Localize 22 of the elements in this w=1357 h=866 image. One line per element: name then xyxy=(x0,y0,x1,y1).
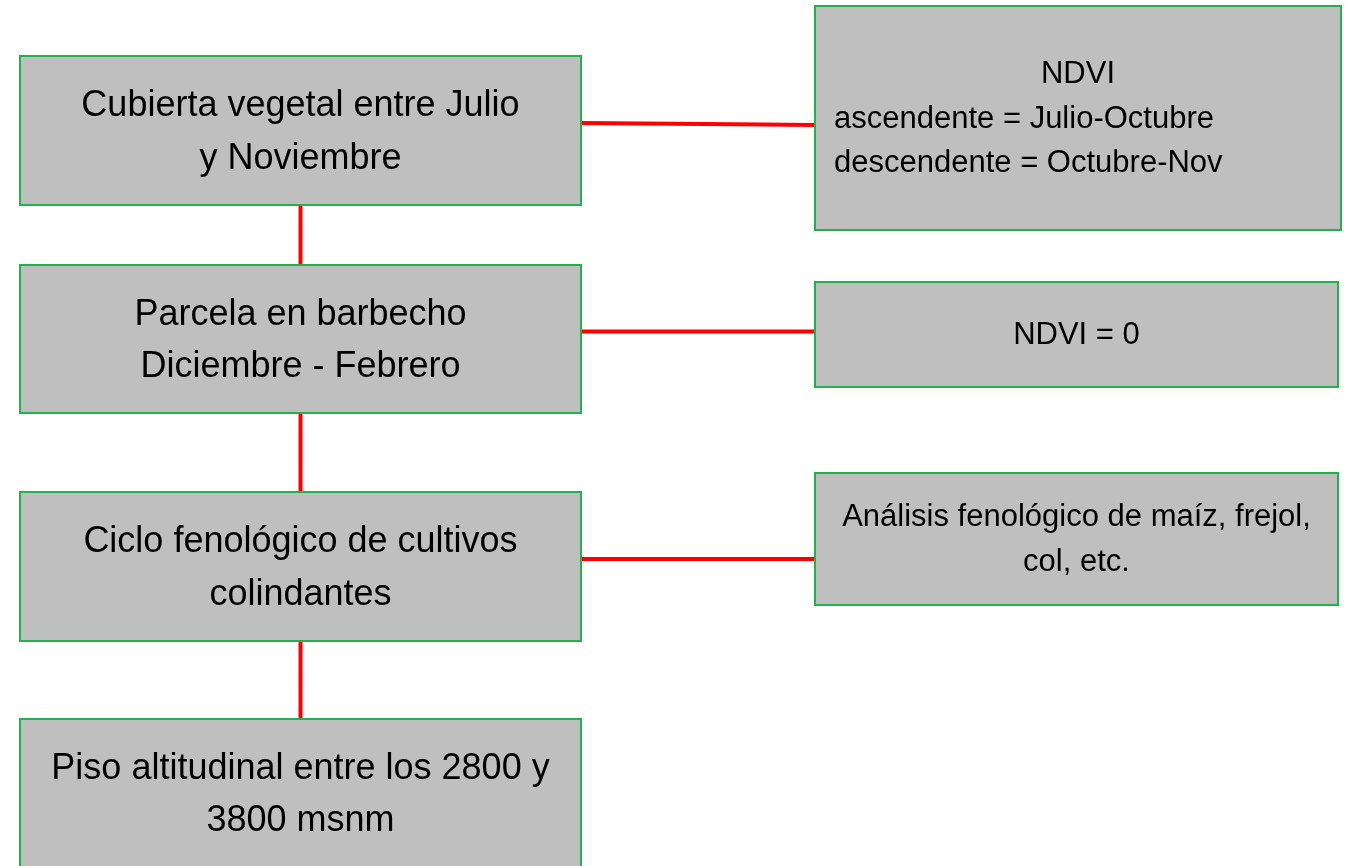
process-box xyxy=(19,55,582,206)
connector-line xyxy=(582,329,814,334)
process-box xyxy=(19,264,582,414)
box-text: Parcela en barbecho Diciembre - Febrero xyxy=(133,290,468,387)
box-text: Cubierta vegetal entre Julio y Noviembre xyxy=(80,82,521,179)
process-box xyxy=(19,491,582,642)
process-box xyxy=(814,472,1339,606)
box-text: Piso altitudinal entre los 2800 y 3800 msnm xyxy=(50,744,551,841)
connector-line xyxy=(581,120,815,127)
box-text: descendente = Octubre-Nov xyxy=(834,143,1223,182)
box-text: ascendente = Julio-Octubre xyxy=(834,98,1214,137)
box-text: Análisis fenológico de maíz, frejol, col, etc. xyxy=(841,497,1312,580)
connector-line xyxy=(298,206,303,264)
connector-line xyxy=(298,414,303,491)
connector-line xyxy=(582,556,814,561)
box-text: NDVI xyxy=(1040,53,1116,92)
box-text: NDVI = 0 xyxy=(1013,315,1140,354)
process-box xyxy=(814,281,1339,388)
process-box xyxy=(814,5,1342,231)
process-box xyxy=(19,718,582,866)
connector-line xyxy=(298,642,303,718)
box-text: Ciclo fenológico de cultivos colindantes xyxy=(82,518,519,615)
